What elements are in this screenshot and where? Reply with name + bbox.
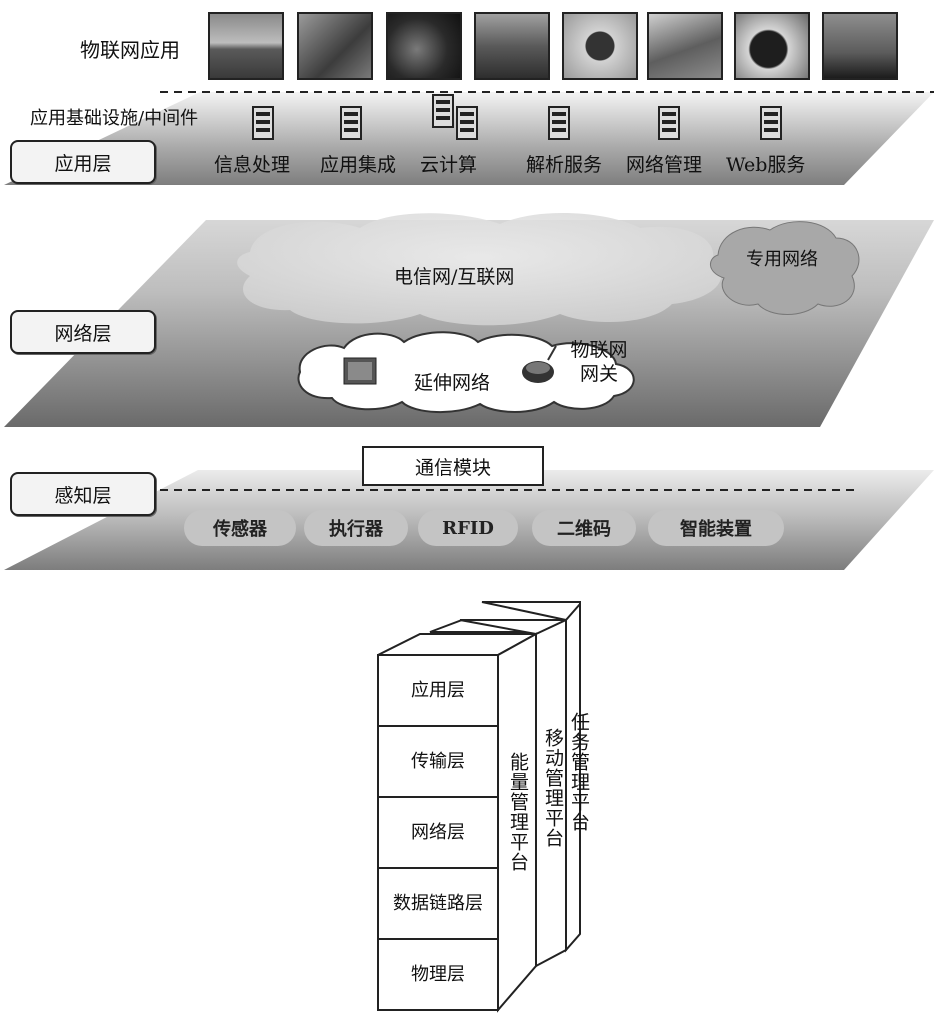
task-plane-label: 任务管理平台 xyxy=(566,712,593,832)
stack-layer-label: 传输层 xyxy=(378,726,498,797)
server-icon xyxy=(658,106,680,140)
iot-apps-label: 物联网应用 xyxy=(80,34,180,63)
stack-layer-label: 数据链路层 xyxy=(392,868,484,939)
server-icon xyxy=(548,106,570,140)
perception-item: 传感器 xyxy=(184,510,296,546)
city-photo xyxy=(474,12,550,80)
service-label: Web服务 xyxy=(726,150,805,177)
server-icon xyxy=(456,106,478,140)
server-icon xyxy=(760,106,782,140)
perception-layer-label: 感知层 xyxy=(10,472,156,516)
tower-photo xyxy=(297,12,373,80)
energy-plane-label: 能量管理平台 xyxy=(505,752,532,872)
antenna-photo xyxy=(822,12,898,80)
perception-item: 执行器 xyxy=(304,510,408,546)
field-photo xyxy=(208,12,284,80)
network-layer-label: 网络层 xyxy=(10,310,156,354)
factory-photo xyxy=(647,12,723,80)
service-label: 云计算 xyxy=(420,150,477,177)
stack-layer-label: 网络层 xyxy=(378,797,498,868)
service-label: 网络管理 xyxy=(626,150,702,177)
perception-item: 二维码 xyxy=(532,510,636,546)
mobile-plane-label: 移动管理平台 xyxy=(540,728,567,848)
server-icon xyxy=(340,106,362,140)
server-icon xyxy=(432,94,454,128)
perception-item: RFID xyxy=(418,510,518,546)
server-icon xyxy=(252,106,274,140)
service-label: 应用集成 xyxy=(320,150,396,177)
perception-item: 智能装置 xyxy=(648,510,784,546)
telecom-label: 电信网/互联网 xyxy=(394,262,514,289)
gateway-label: 物联网网关 xyxy=(564,338,634,386)
application-layer-label: 应用层 xyxy=(10,140,156,184)
machine-photo xyxy=(734,12,810,80)
device-photo xyxy=(562,12,638,80)
comm-module-box: 通信模块 xyxy=(362,446,544,486)
dark-photo xyxy=(386,12,462,80)
middleware-label: 应用基础设施/中间件 xyxy=(30,104,198,130)
extension-label: 延伸网络 xyxy=(414,368,490,395)
comm-module-label: 通信模块 xyxy=(415,453,491,480)
service-label: 信息处理 xyxy=(214,150,290,177)
stack-layer-label: 物理层 xyxy=(378,939,498,1010)
service-label: 解析服务 xyxy=(526,150,602,177)
stack-layer-label: 应用层 xyxy=(378,655,498,726)
private-net-label: 专用网络 xyxy=(742,248,822,272)
